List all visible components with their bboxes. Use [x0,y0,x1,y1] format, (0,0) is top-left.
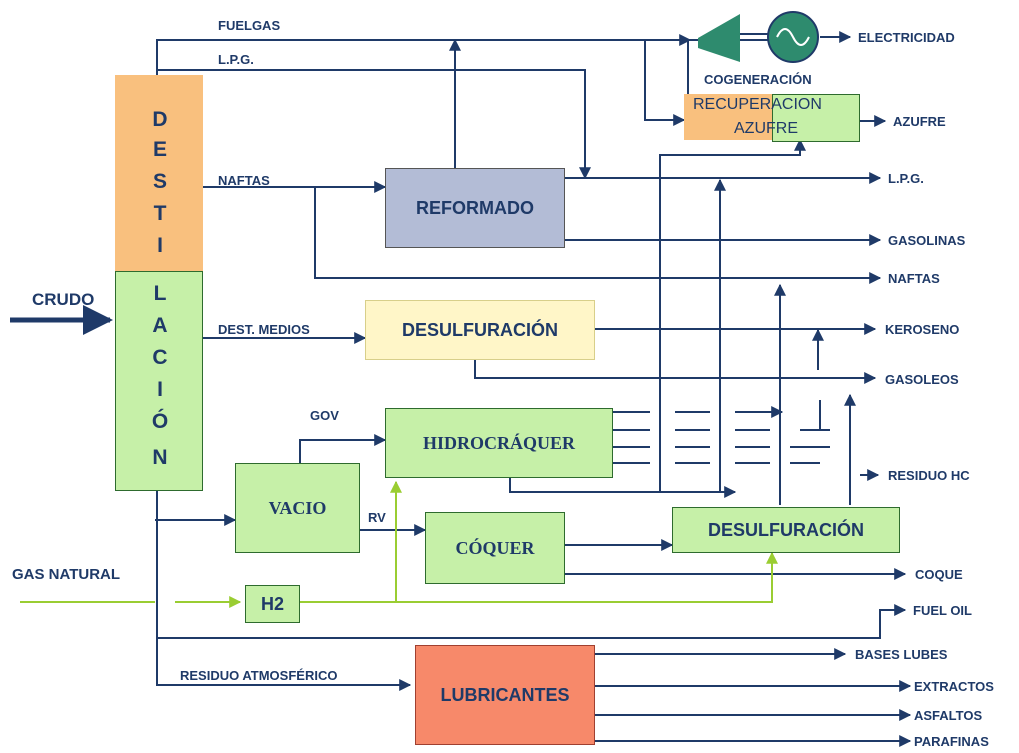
turbine-icon [698,14,740,62]
recuperacion-label: RECUPERACION [693,96,822,113]
destilacion-letter: L [153,282,167,305]
lubricantes-box: LUBRICANTES [415,645,595,745]
hidrocraquer-box: HIDROCRÁQUER [385,408,613,478]
output-parafinas: PARAFINAS [914,734,989,749]
reformado-box: REFORMADO [385,168,565,248]
desulfuracion-1-box: DESULFURACIÓN [365,300,595,360]
coquer-box: CÓQUER [425,512,565,584]
azufre-unit-label: AZUFRE [734,120,798,137]
fuelgas-label: FUELGAS [218,18,281,33]
gasoleos-line [474,360,877,384]
output-keroseno: KEROSENO [885,322,960,337]
output-asfaltos: ASFALTOS [914,708,983,723]
destilacion-letter: N [152,446,168,469]
output-azufre: AZUFRE [893,114,946,129]
cogeneracion-label: COGENERACIÓN [704,72,812,87]
output-bases-lubes: BASES LUBES [855,647,948,662]
h2-distribution-line [300,551,778,603]
recuperacion-orange-box [684,94,774,140]
vacio-box: VACIO [235,463,360,553]
naftas-bypass-line [314,187,882,284]
residuo-atmosferico-label: RESIDUO ATMOSFÉRICO [180,668,338,683]
lpg-top-line [157,69,591,180]
lpg-stream-label: L.P.G. [218,52,254,67]
output-fuel-oil: FUEL OIL [913,603,972,618]
rv-label: RV [368,510,386,525]
output-naftas: NAFTAS [888,271,940,286]
desulfuracion-2-box: DESULFURACIÓN [672,507,900,553]
fuel-oil-line [156,490,907,639]
output-residuo-hc: RESIDUO HC [888,468,970,483]
h2s-riser-line [659,138,806,492]
destilacion-lower-box [115,271,203,491]
output-coque: COQUE [915,567,963,582]
destilacion-letter: Ó [151,410,169,433]
crudo-label: CRUDO [32,290,95,309]
destilacion-letter: E [152,138,167,161]
destilacion-letter: S [152,170,167,193]
destilacion-letter: C [152,346,168,369]
output-lpg: L.P.G. [888,171,924,186]
dest-medios-label: DEST. MEDIOS [218,322,310,337]
destilacion-letter: D [152,108,168,131]
destilacion-letter: A [152,314,168,337]
gov-label: GOV [310,408,339,423]
destilacion-upper-box [115,75,203,271]
recuperacion-green-box [772,94,860,142]
destilacion-letter: I [157,234,163,257]
fuelgas-recuperacion-line [644,40,686,126]
hc-bottom-line [509,478,737,498]
output-extractos: EXTRACTOS [914,679,994,694]
h2-box: H2 [245,585,300,623]
output-gasoleos: GASOLEOS [885,372,959,387]
gov-line [299,434,387,463]
destilacion-letter: I [157,378,163,401]
destilacion-letter: T [153,202,167,225]
gas-natural-label: GAS NATURAL [12,566,121,583]
output-electricidad: ELECTRICIDAD [858,30,955,45]
fuelgas-line [156,34,692,75]
naftas-stream-label: NAFTAS [218,173,270,188]
output-gasolinas: GASOLINAS [888,233,966,248]
residuo-atm-line [156,638,412,691]
